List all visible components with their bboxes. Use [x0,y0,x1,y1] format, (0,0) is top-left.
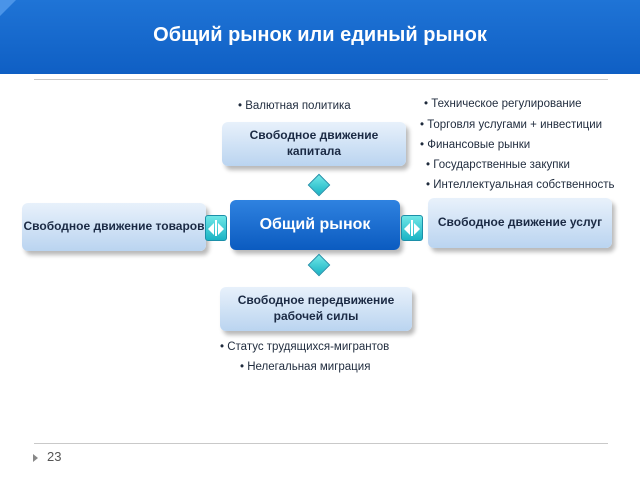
bullet-item: Статус трудящихся-мигрантов [220,337,389,357]
corner-accent [0,0,16,16]
page-number: 23 [47,449,62,464]
right-arrow-icon [414,223,420,235]
node-labor-label: Свободное передвижение рабочей силы [237,293,395,323]
left-arrow-icon [404,223,410,235]
services-bullets: Техническое регулирование [424,94,581,114]
node-capital-label: Свободное движение капитала [249,128,379,158]
bullet-item: Интеллектуальная собственность [426,175,614,195]
node-center: Общий рынок [230,200,400,250]
left-arrow-icon [208,223,214,235]
slide-title: Общий рынок или единый рынок [153,24,487,46]
connector-diamond-top [307,173,331,197]
right-arrow-icon [218,223,224,235]
bullet-item: Техническое регулирование [424,94,581,114]
bullet-item: Государственные закупки [426,155,615,175]
node-labor: Свободное передвижение рабочей силы [220,287,412,331]
connector-arrows-left [205,215,227,241]
node-goods: Свободное движение товаров [22,203,206,251]
services-bullets: Государственные закупки Интеллектуальная… [426,155,615,195]
node-goods-label: Свободное движение товаров [23,219,205,234]
top-divider [34,79,608,80]
page-marker-icon [33,454,38,462]
bullet-item: Валютная политика [238,96,350,116]
bottom-divider [34,443,608,444]
labor-bullets: Статус трудящихся-мигрантов [220,337,389,357]
node-capital: Свободное движение капитала [222,122,406,166]
node-center-label: Общий рынок [259,215,371,233]
bullet-item: Торговля услугами + инвестиции [420,115,602,135]
node-services-label: Свободное движение услуг [437,215,603,230]
connector-arrows-right [401,215,423,241]
bullet-item: Нелегальная миграция [240,357,370,377]
services-bullets: Торговля услугами + инвестиции Финансовы… [420,115,602,155]
capital-bullets: Валютная политика [238,96,350,116]
bullet-item: Финансовые рынки [420,135,602,155]
labor-bullets: Нелегальная миграция [240,357,370,377]
node-services: Свободное движение услуг [428,198,612,248]
connector-diamond-bottom [307,253,331,277]
title-banner: Общий рынок или единый рынок [0,0,640,74]
